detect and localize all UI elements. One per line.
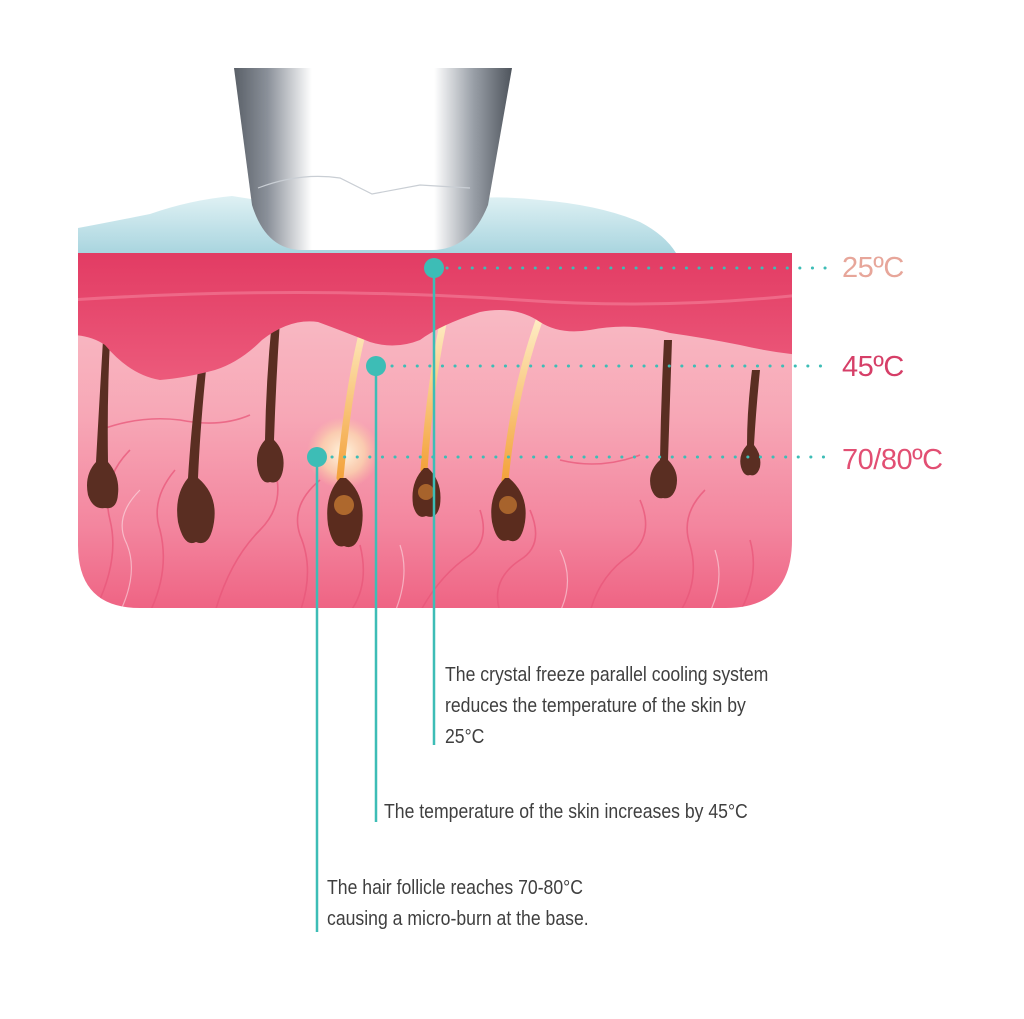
marker-45 <box>366 356 386 376</box>
caption-skin: The temperature of the skin increases by… <box>384 796 748 827</box>
caption-cooling-line: 25°C <box>445 725 485 748</box>
temp-label-25: 25ºC <box>842 252 904 284</box>
blood-vessels-light <box>119 489 720 608</box>
callout-lines <box>315 268 436 932</box>
epidermis-highlight <box>78 291 792 306</box>
caption-skin-line: The temperature of the skin increases by… <box>384 800 748 823</box>
marker-25 <box>424 258 444 278</box>
blood-vessels <box>94 414 755 608</box>
hair-follicle-icon <box>87 320 761 544</box>
teal-dot-marker-icon <box>307 258 444 467</box>
caption-cooling-line: reduces the temperature of the skin by <box>445 694 746 717</box>
caption-follicle-line: The hair follicle reaches 70-80°C <box>327 876 583 899</box>
caption-cooling: The crystal freeze parallel cooling syst… <box>445 659 768 752</box>
temperature-leaders <box>330 266 830 459</box>
caption-follicle: The hair follicle reaches 70-80°C causin… <box>327 872 589 934</box>
temp-label-45: 45ºC <box>842 351 904 383</box>
caption-follicle-line: causing a micro-burn at the base. <box>327 907 589 930</box>
laser-applicator-icon <box>234 68 512 250</box>
marker-70 <box>307 447 327 467</box>
caption-cooling-line: The crystal freeze parallel cooling syst… <box>445 663 769 686</box>
temp-label-70-80: 70/80ºC <box>842 444 943 476</box>
applicator-reflection <box>257 175 471 195</box>
